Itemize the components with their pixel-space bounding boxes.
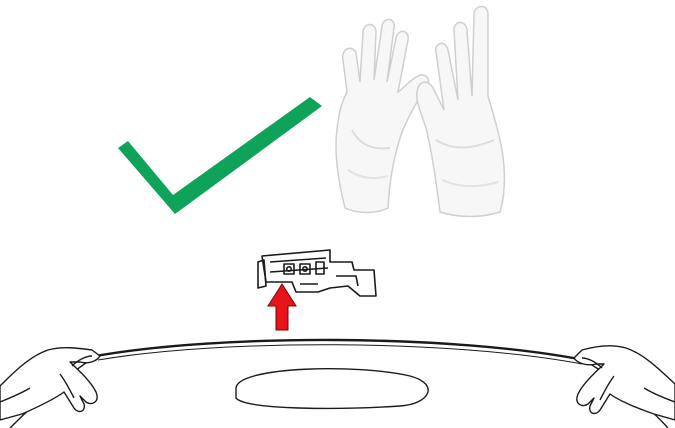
right-glove-icon [417, 7, 505, 217]
mirror-cutout [236, 369, 428, 409]
right-hand-icon [574, 346, 675, 420]
left-glove-icon [336, 19, 428, 212]
arrow-up-icon [268, 284, 296, 330]
left-hand-icon [0, 348, 100, 420]
windshield-panel [10, 340, 668, 428]
clip-part-icon [258, 250, 376, 296]
checkmark-icon [118, 97, 322, 214]
